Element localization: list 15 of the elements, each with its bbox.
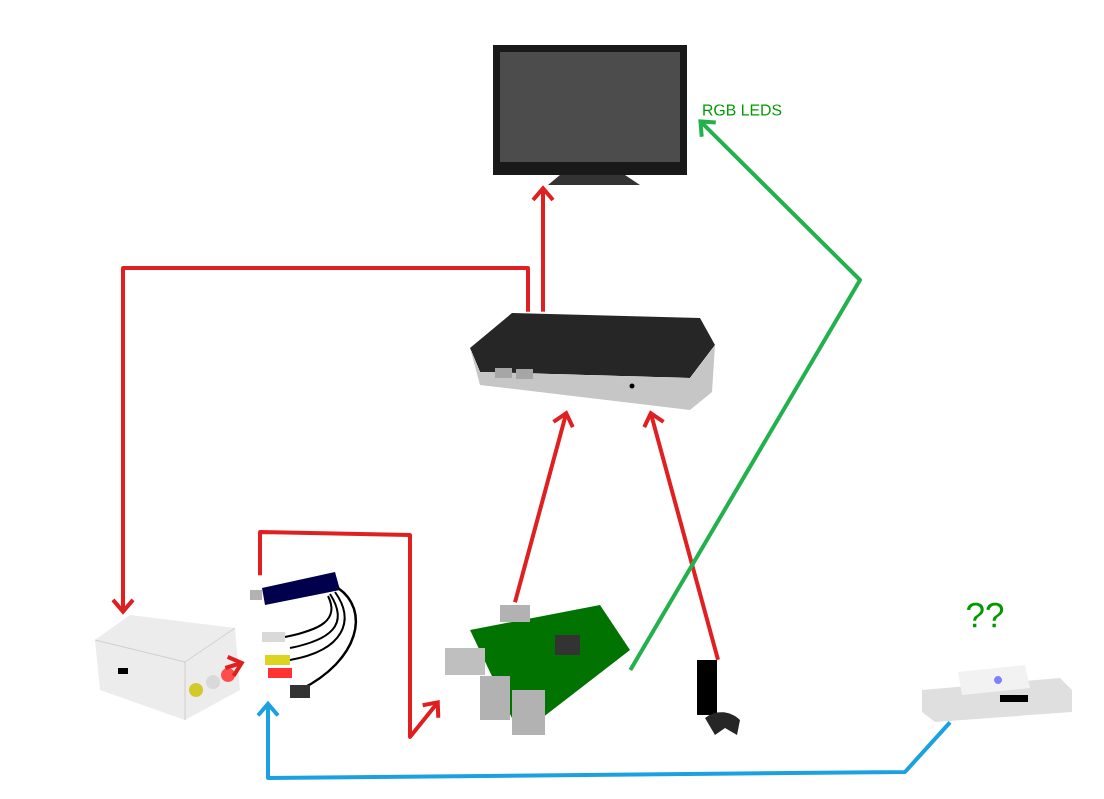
circuit-board-drawing xyxy=(445,605,630,735)
arrow xyxy=(531,185,555,312)
question-marks: ?? xyxy=(967,602,1004,628)
game-console-drawing xyxy=(697,660,740,735)
hdmi-switch-drawing xyxy=(470,313,715,410)
arrow xyxy=(256,700,952,780)
annotation-text: RGB LEDS xyxy=(703,104,782,116)
set-top-box-drawing xyxy=(922,665,1072,722)
tv-drawing xyxy=(493,45,687,185)
arrow xyxy=(111,266,530,615)
arrow xyxy=(628,119,862,671)
arrow xyxy=(258,530,441,739)
converter-drawing xyxy=(94,615,240,721)
arrow xyxy=(642,410,720,661)
capture-stick-drawing xyxy=(250,572,357,698)
